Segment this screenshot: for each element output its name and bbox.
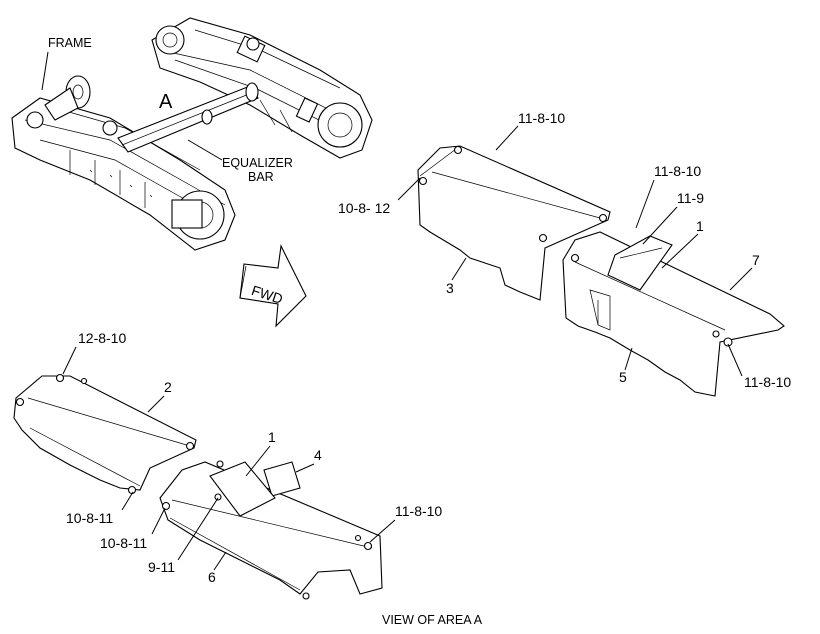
equalizer-label-line1: EQUALIZER bbox=[222, 156, 293, 170]
callout-10-8-12: 10-8- 12 bbox=[338, 200, 390, 216]
frame-label: FRAME bbox=[48, 36, 92, 50]
guard-3 bbox=[417, 145, 611, 301]
callout-3: 3 bbox=[446, 280, 454, 296]
callout-6: 6 bbox=[208, 569, 216, 585]
callout-4: 4 bbox=[314, 447, 322, 463]
fwd-arrow: FWD bbox=[239, 244, 307, 328]
area-a-label: A bbox=[159, 91, 173, 113]
equalizer-leader bbox=[187, 139, 223, 161]
callout-11-8-10-top: 11-8-10 bbox=[518, 110, 565, 126]
view-caption: VIEW OF AREA A bbox=[382, 613, 483, 627]
left-callouts: 12-8-10 2 1 4 11-8-10 10-8-11 10-8-11 9-… bbox=[62, 330, 442, 585]
callout-11-9: 11-9 bbox=[677, 190, 704, 206]
callout-1-right: 1 bbox=[696, 218, 704, 234]
callout-10-8-11-a: 10-8-11 bbox=[66, 510, 113, 526]
equalizer-label-line2: BAR bbox=[248, 170, 274, 184]
guard-plate-1-left bbox=[209, 461, 276, 517]
callout-7: 7 bbox=[752, 252, 760, 268]
guard-plate-7-right bbox=[607, 235, 673, 291]
track-frame-assembly: FRAME A EQUALIZER BAR bbox=[11, 17, 373, 251]
guard-2 bbox=[13, 373, 197, 495]
frame-leader bbox=[41, 51, 49, 91]
callout-5: 5 bbox=[619, 369, 627, 385]
front-track-frame bbox=[11, 97, 236, 251]
callout-10-8-11-b: 10-8-11 bbox=[100, 535, 147, 551]
callout-11-8-10-mid: 11-8-10 bbox=[654, 163, 701, 179]
rear-track-frame bbox=[151, 17, 373, 159]
callout-12-8-10: 12-8-10 bbox=[78, 330, 126, 346]
callout-1-left: 1 bbox=[268, 429, 276, 445]
callout-2: 2 bbox=[164, 379, 172, 395]
frame-mount bbox=[44, 75, 91, 121]
right-callouts: 11-8-10 10-8- 12 11-8-10 11-9 1 7 3 5 11… bbox=[338, 110, 791, 390]
equalizer-bar bbox=[117, 82, 259, 153]
callout-11-8-10-rb: 11-8-10 bbox=[744, 374, 791, 390]
plate-4 bbox=[263, 461, 301, 497]
callout-9-11: 9-11 bbox=[148, 559, 175, 575]
callout-11-8-10-lb: 11-8-10 bbox=[395, 503, 442, 519]
